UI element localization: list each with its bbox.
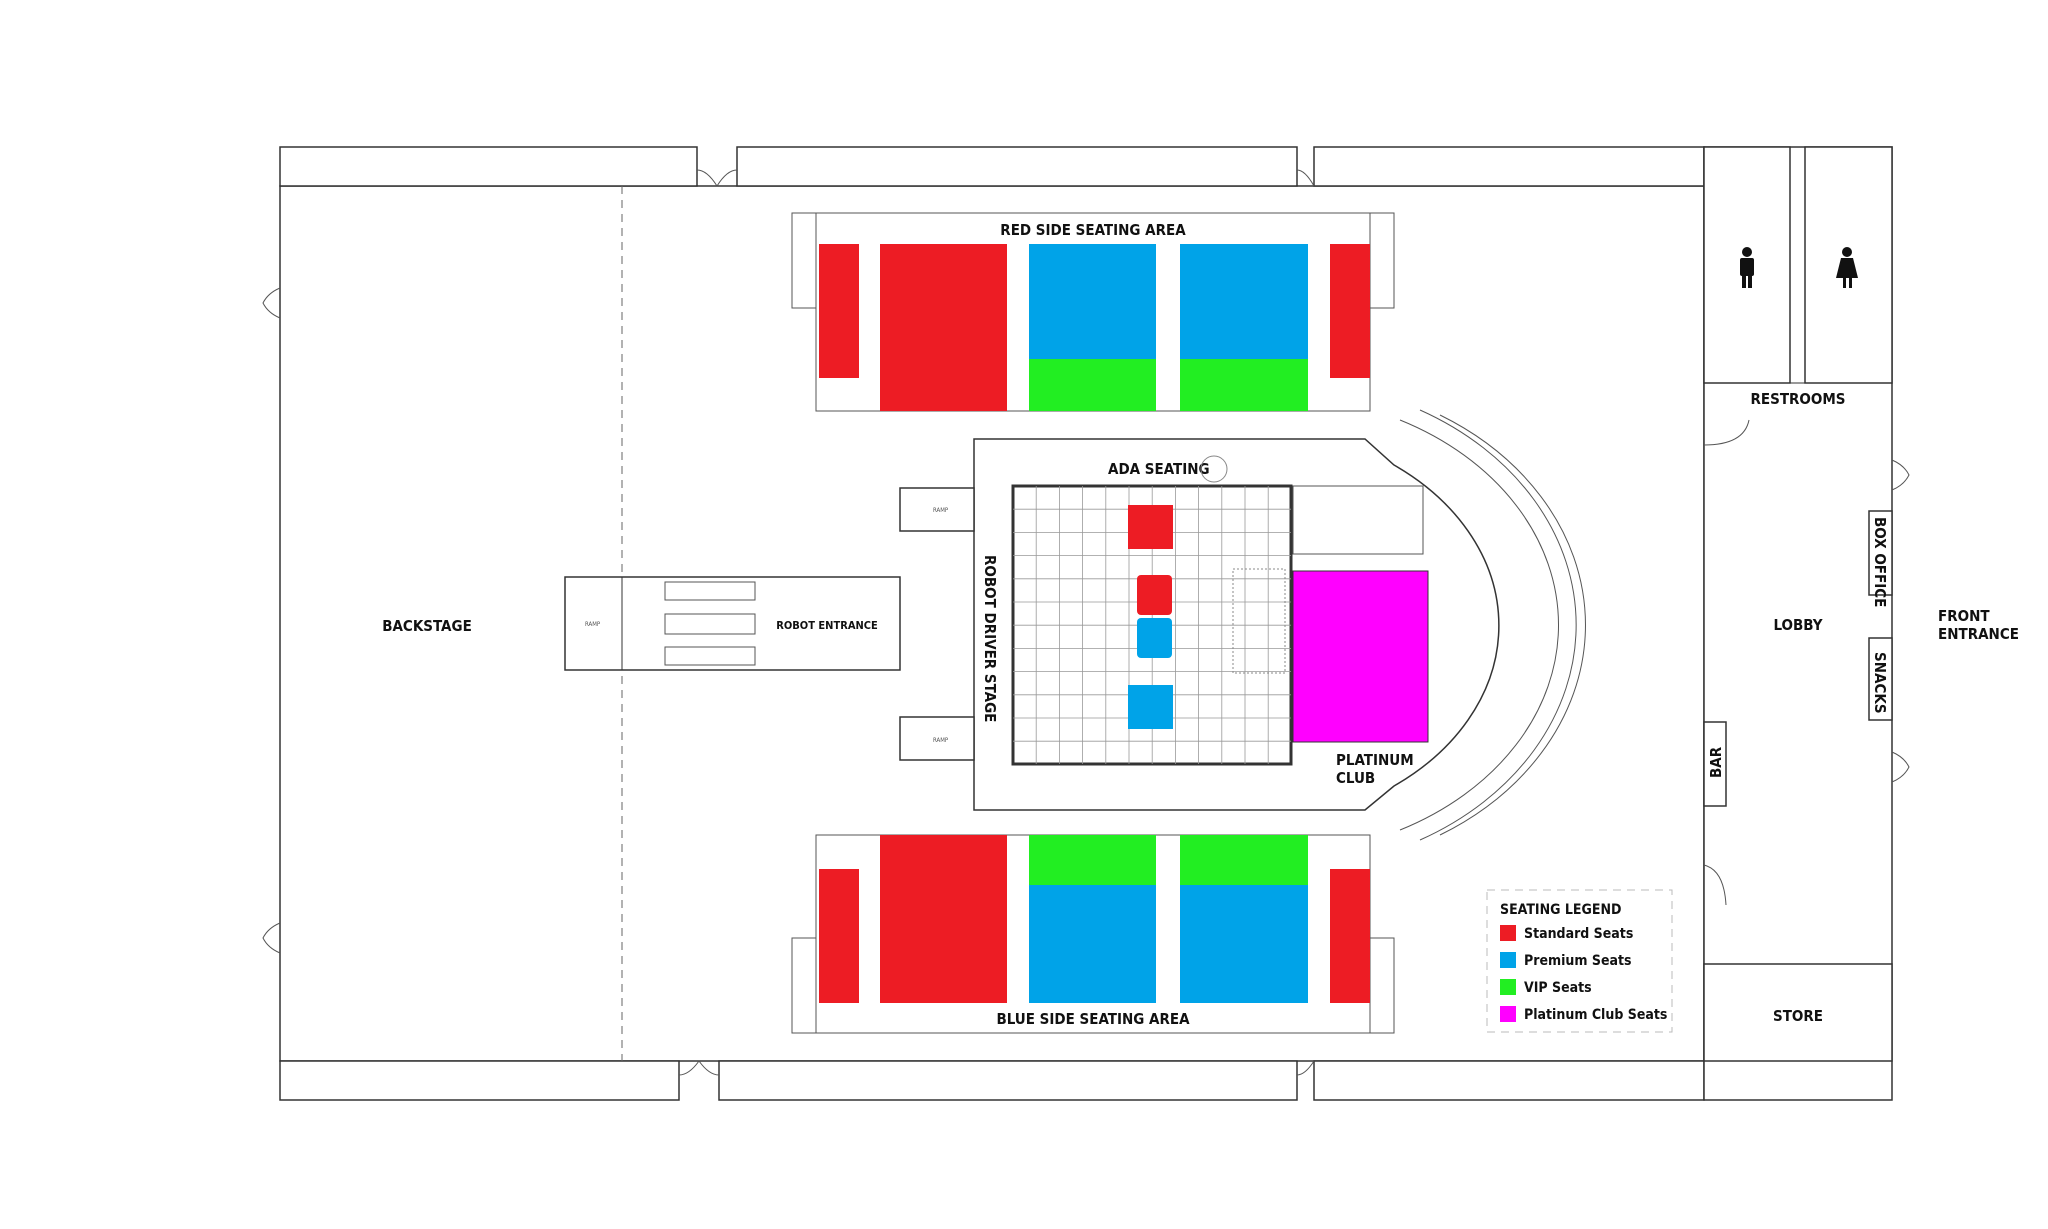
box-office [1868,510,1893,596]
blue-side-seating: BLUE SIDE SEATING AREA [791,834,1395,1034]
standard-seat-block [819,244,859,378]
logo-red-b [1137,575,1172,615]
robot-driver-stage-label: ROBOT DRIVER STAGE [981,555,999,722]
bar-label: BAR [1707,746,1725,778]
logo-blue-b [1137,618,1172,658]
men-restroom-icon [1740,247,1754,288]
legend-swatch [1500,925,1516,941]
red-alliance-station [1128,505,1173,549]
restrooms-label: RESTROOMS [1750,390,1845,408]
vip-seat-block [1180,835,1308,885]
legend-title: SEATING LEGEND [1500,902,1621,918]
legend-item-label: Premium Seats [1524,953,1632,969]
legend-item-label: VIP Seats [1524,980,1592,996]
backstage-label: BACKSTAGE [382,617,472,635]
legend-swatch [1500,979,1516,995]
premium-seat-block [1180,244,1308,359]
legend-swatch [1500,1006,1516,1022]
blue-alliance-station [1128,685,1173,729]
legend-swatch [1500,952,1516,968]
snacks [1868,637,1893,721]
platinum-club-label-2: CLUB [1336,769,1375,787]
front-entrance-label-2: ENTRANCE [1938,625,2019,643]
standard-seat-block [819,869,859,1003]
ramp-label-top: RAMP [933,507,949,514]
restrooms: RESTROOMS [1703,146,1893,408]
women-restroom-icon [1836,247,1858,288]
red-side-label: RED SIDE SEATING AREA [1000,221,1186,239]
standard-seat-block [880,244,1007,411]
snacks-label: SNACKS [1871,652,1889,714]
premium-seat-block [1029,885,1156,1003]
robot-entrance: ROBOT ENTRANCE RAMP [564,576,901,671]
bar [1703,721,1727,807]
ramp-label: RAMP [585,621,601,628]
platinum-club-label: PLATINUM [1336,751,1414,769]
front-entrance-label: FRONT [1938,607,1990,625]
robot-entrance-label: ROBOT ENTRANCE [776,619,878,632]
lobby-label: LOBBY [1773,616,1822,634]
legend-item-label: Platinum Club Seats [1524,1007,1667,1023]
vip-seat-block [1029,835,1156,885]
legend-item-label: Standard Seats [1524,926,1633,942]
store [1703,963,1893,1062]
vip-seat-block [1180,359,1308,411]
ada-seating-label: ADA SEATING [1108,460,1210,478]
arena-field [1011,484,1424,766]
ramp-label-bottom: RAMP [933,737,949,744]
platinum-club-seats [1292,570,1429,743]
store-label: STORE [1773,1007,1823,1025]
standard-seat-block [1330,869,1370,1003]
ada-icon [1200,455,1228,483]
premium-seat-block [1029,244,1156,359]
standard-seat-block [880,835,1007,1003]
premium-seat-block [1180,885,1308,1003]
red-side-seating: RED SIDE SEATING AREA [791,212,1395,412]
box-office-label: BOX OFFICE [1871,517,1889,607]
standard-seat-block [1330,244,1370,378]
vip-seat-block [1029,359,1156,411]
blue-side-label: BLUE SIDE SEATING AREA [996,1010,1190,1028]
